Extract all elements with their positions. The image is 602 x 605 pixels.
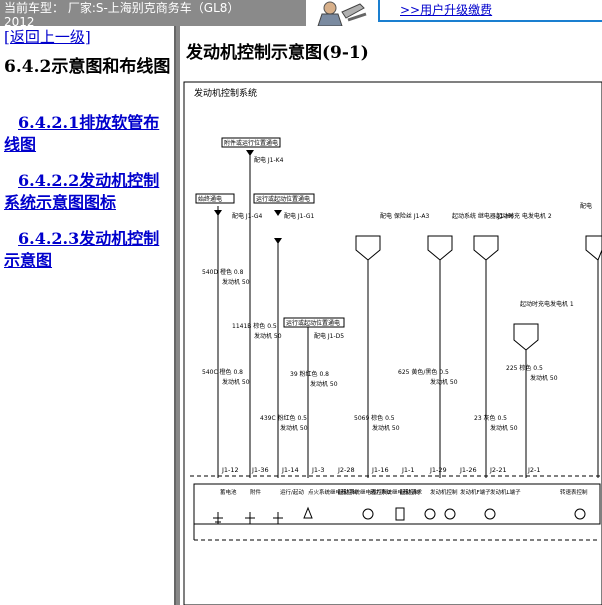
pin-j1-36: J1-36 bbox=[251, 466, 269, 474]
fuse-h6-label: 起动系统 继电器 J1-H6 bbox=[452, 212, 514, 220]
mechanic-mascot-icon bbox=[308, 0, 372, 27]
nav-item-hose-routing[interactable]: 6.4.2.1排放软管布线图 bbox=[4, 113, 160, 154]
section-title: 6.4.2示意图和布线图 bbox=[4, 57, 171, 77]
starter-label: 起动时充电发电机 1 bbox=[520, 300, 574, 308]
pin-j2-1: J2-1 bbox=[527, 466, 541, 474]
user-upgrade-link[interactable]: >>用户升级缴费 bbox=[400, 3, 493, 17]
fuse-a3-label: 配电 保险丝 J1-A3 bbox=[380, 212, 430, 220]
module-ignition-relay-label: 点火系统继电器控制 bbox=[308, 488, 358, 496]
pin-j1-16: J1-16 bbox=[371, 466, 389, 474]
wire-540d-label: 540D 橙色 0.8 bbox=[202, 268, 244, 276]
module-start-request-label: 起动请求 bbox=[400, 488, 423, 496]
engine-50-label-6: 发动机 50 bbox=[372, 424, 400, 432]
sidebar-nav: [返回上一级] 6.4.2示意图和布线图 6.4.2.1排放软管布线图 6.4.… bbox=[0, 26, 176, 605]
vehicle-info: 当前车型： 厂家:S-上海别克商务车（GL8） 2012 bbox=[0, 0, 306, 26]
starter-fuse-label: 起动时充 电发电机 2 bbox=[496, 212, 552, 220]
pin-j1-26: J1-26 bbox=[459, 466, 477, 474]
upgrade-panel: >>用户升级缴费 bbox=[378, 0, 602, 22]
engine-50-label-7: 发动机 50 bbox=[430, 378, 458, 386]
vehicle-model-label: 当前车型： 厂家:S-上海别克商务车（GL8） bbox=[4, 1, 240, 15]
engine-50-label-2: 发动机 50 bbox=[222, 378, 250, 386]
engine-50-label-9: 发动机 50 bbox=[530, 374, 558, 382]
diagram-title: 发动机控制系统 bbox=[194, 87, 257, 99]
back-link[interactable]: [返回上一级] bbox=[4, 28, 91, 46]
top-bar: 当前车型： 厂家:S-上海别克商务车（GL8） 2012 >>用户升级缴费 bbox=[0, 0, 602, 27]
module-engine-l-label: 发动机L端子 bbox=[490, 488, 521, 496]
fuse-right-label: 配电 bbox=[580, 202, 592, 210]
wire-1141b-label: 1141B 棕色 0.5 bbox=[232, 322, 277, 330]
battery-power-label: 始终通电 bbox=[198, 195, 222, 203]
fuse-g1-label: 配电 J1-G1 bbox=[284, 212, 315, 220]
pin-j1-14: J1-14 bbox=[281, 466, 299, 474]
wire-439c-label: 439C 粉红色 0.5 bbox=[260, 414, 307, 422]
module-engine-control-label: 发动机控制 bbox=[430, 488, 458, 496]
run-crank-power-label: 运行或起动位置通电 bbox=[256, 195, 310, 203]
accessory-power-label: 附件或运行位置通电 bbox=[224, 139, 278, 147]
run-crank-power-label-2: 运行或起动位置通电 bbox=[286, 319, 340, 327]
fuse-k4-label: 配电 J1-K4 bbox=[254, 156, 284, 164]
module-accessory-label: 附件 bbox=[250, 488, 262, 496]
engine-50-label-5: 发动机 50 bbox=[310, 380, 338, 388]
module-starter-relay-label: 起动系统继电器控制2 bbox=[338, 488, 391, 496]
engine-50-label-4: 发动机 50 bbox=[280, 424, 308, 432]
wiring-diagram: 发动机控制系统 bbox=[183, 81, 602, 605]
pin-j1-29: J1-29 bbox=[429, 466, 447, 474]
main-content: 发动机控制示意图(9-1) 发动机控制系统 bbox=[180, 26, 602, 605]
nav-item-engine-schematic[interactable]: 6.4.2.3发动机控制示意图 bbox=[4, 229, 160, 270]
pin-j1-3: J1-3 bbox=[311, 466, 325, 474]
page-title: 发动机控制示意图(9-1) bbox=[186, 43, 369, 63]
engine-50-label-1: 发动机 50 bbox=[222, 278, 250, 286]
wire-39-label: 39 粉红色 0.8 bbox=[290, 370, 329, 378]
module-engine-f-label: 发动机F端子 bbox=[460, 488, 491, 496]
fuse-g4-label: 配电 J1-G4 bbox=[232, 212, 263, 220]
pin-j2-28: J2-28 bbox=[337, 466, 355, 474]
wire-625-label: 625 黄色/黑色 0.5 bbox=[398, 368, 449, 376]
wire-540c-label: 540C 橙色 0.8 bbox=[202, 368, 243, 376]
engine-50-label-3: 发动机 50 bbox=[254, 332, 282, 340]
pin-j2-21: J2-21 bbox=[489, 466, 507, 474]
module-run-crank-label: 运行/起动 bbox=[280, 488, 304, 496]
module-battery-label: 蓄电池 bbox=[220, 488, 237, 496]
pin-j1-12: J1-12 bbox=[221, 466, 239, 474]
module-powertrain-relay-label: 动力系统继电器控制 bbox=[370, 488, 420, 496]
pin-j1-1: J1-1 bbox=[401, 466, 415, 474]
wire-5069-label: 5069 棕色 0.5 bbox=[354, 414, 395, 422]
wire-225-label: 225 棕色 0.5 bbox=[506, 364, 543, 372]
nav-item-schematic-icons[interactable]: 6.4.2.2发动机控制系统示意图图标 bbox=[4, 171, 160, 212]
wire-23-label: 23 灰色 0.5 bbox=[474, 414, 507, 422]
vehicle-year-label: 2012 bbox=[4, 15, 35, 26]
fuse-d5-label: 配电 J1-D5 bbox=[314, 332, 344, 340]
module-tach-label: 转速表控制 bbox=[560, 488, 588, 496]
frame-divider[interactable] bbox=[176, 26, 180, 605]
engine-50-label-8: 发动机 50 bbox=[490, 424, 518, 432]
